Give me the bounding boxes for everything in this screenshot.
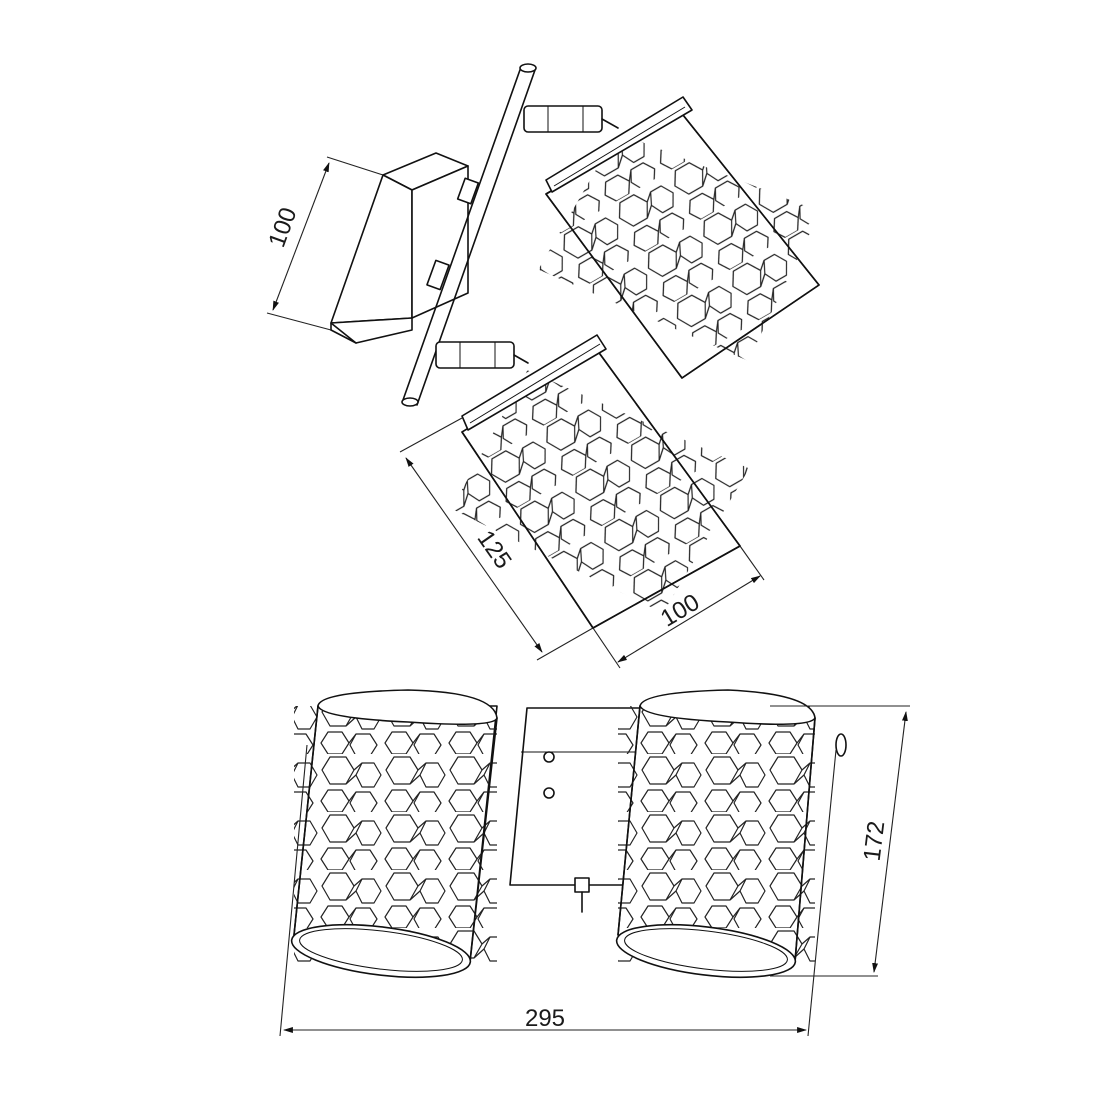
dimension-shade-diameter: [592, 545, 765, 669]
upper-lamp-arm: [523, 105, 619, 133]
right-shade: [615, 689, 816, 979]
wall-mount-box: [330, 152, 469, 344]
front-view: 172 295: [279, 689, 910, 1037]
backplate: [509, 707, 644, 913]
left-shade: [290, 689, 498, 979]
lower-lamp-arm: [435, 341, 529, 369]
label-mount-height: 100: [263, 204, 302, 251]
dimension-total-width: [279, 744, 837, 1037]
dimension-mount-height: [266, 156, 384, 331]
perspective-view: 100 125 100: [263, 63, 867, 679]
dimension-shade-height: [399, 417, 594, 661]
dimension-total-height: [770, 705, 910, 977]
label-total-width: 295: [525, 1005, 565, 1032]
switch-knob: [835, 733, 847, 757]
label-total-height: 172: [859, 820, 891, 863]
